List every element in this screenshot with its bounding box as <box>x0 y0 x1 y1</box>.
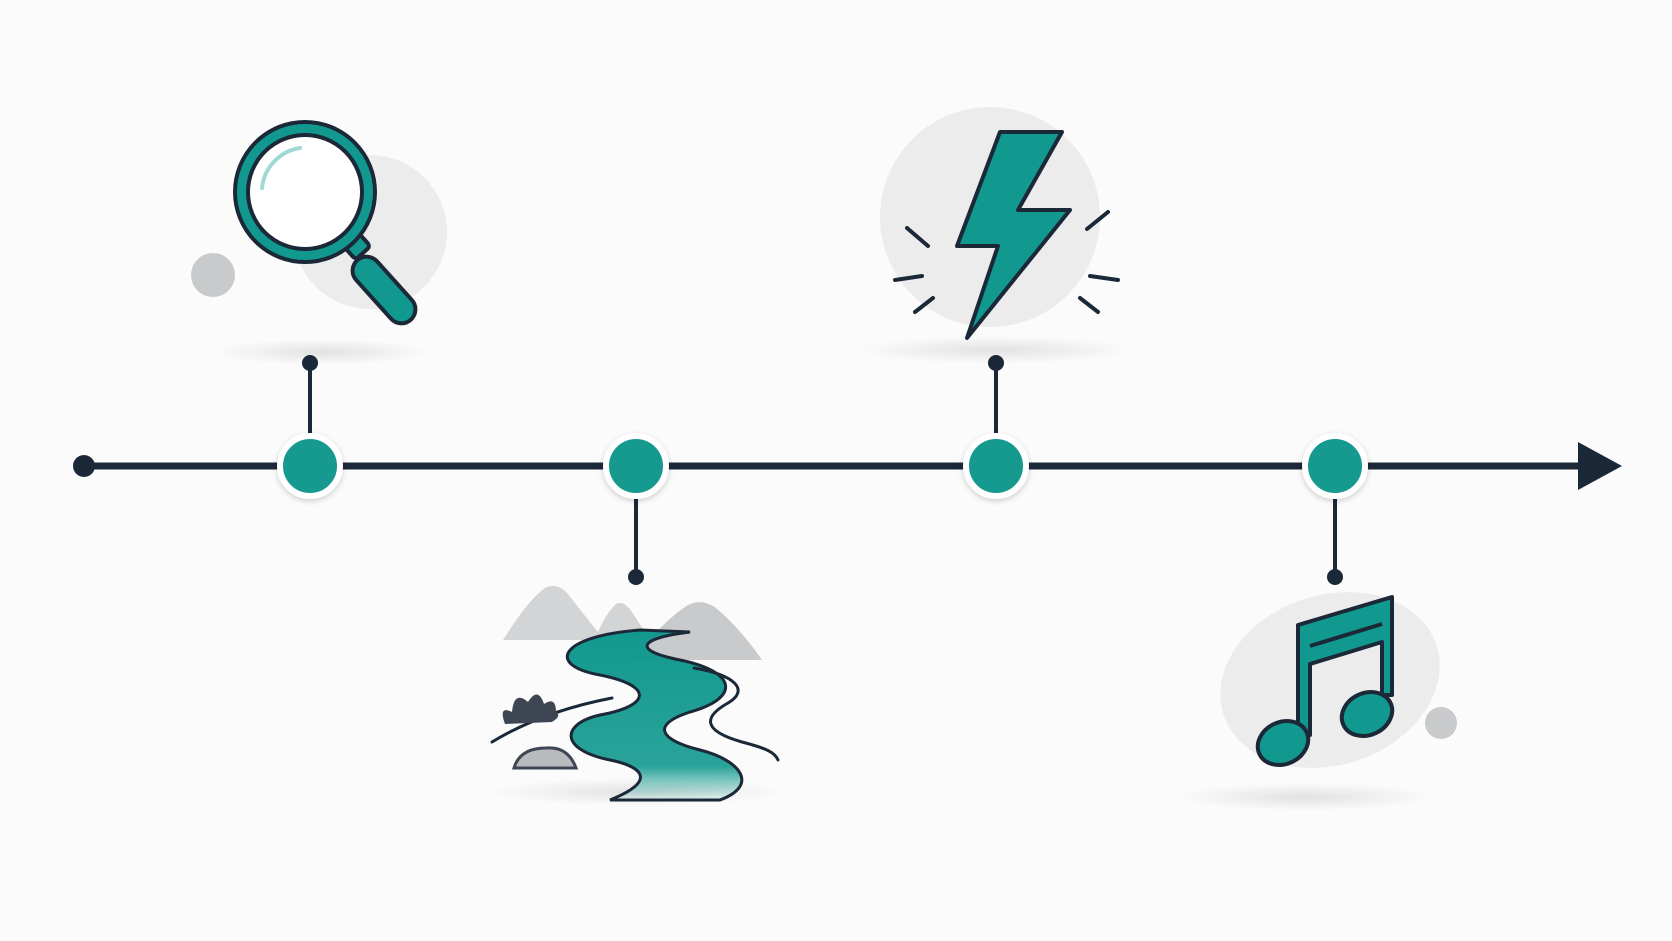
milestone-node <box>1302 433 1368 499</box>
milestone-3 <box>855 107 1135 499</box>
milestone-node <box>963 433 1029 499</box>
mountain-left <box>503 586 650 640</box>
magnifying-glass-icon <box>233 120 418 326</box>
milestone-node <box>603 433 669 499</box>
mountain-right <box>632 602 762 660</box>
decor-circle-small <box>191 253 235 297</box>
milestone-2 <box>488 433 788 806</box>
decor-blob <box>1220 592 1440 768</box>
bush <box>502 694 559 724</box>
connector-end-dot <box>302 355 318 371</box>
milestone-node <box>277 433 343 499</box>
music-note-icon <box>1255 595 1395 767</box>
milestone-4 <box>1175 433 1457 811</box>
river-landscape-icon <box>490 586 780 802</box>
rock <box>511 746 579 770</box>
connector-end-dot <box>988 355 1004 371</box>
lightning-bolt-icon <box>955 130 1072 340</box>
axis-start-dot <box>73 455 95 477</box>
connector-end-dot <box>1327 569 1343 585</box>
milestone-1 <box>191 120 447 499</box>
spark-lines <box>893 210 1120 314</box>
axis-arrowhead <box>1578 442 1622 490</box>
connector-end-dot <box>628 569 644 585</box>
decor-circle-small <box>1425 707 1457 739</box>
river-bank-line-right <box>692 666 780 762</box>
